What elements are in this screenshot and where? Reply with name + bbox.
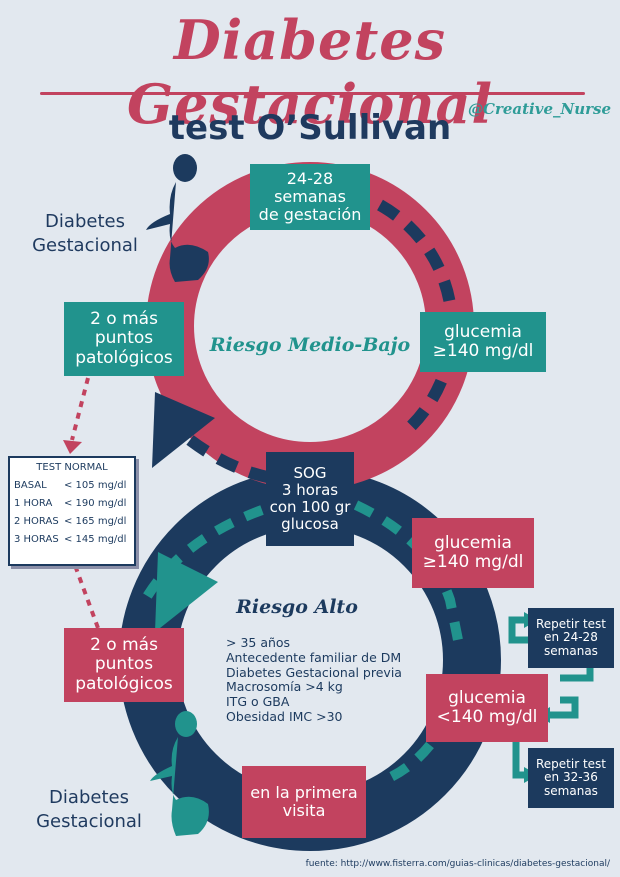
top-glucose-box: glucemia ≥140 mg/dl	[420, 312, 546, 372]
title-underline	[40, 92, 585, 95]
repeat-test-box-2: Repetir test en 32-36 semanas	[528, 748, 614, 808]
test-row-value: < 190 mg/dl	[64, 498, 127, 509]
test-row-label: BASAL	[14, 480, 47, 491]
top-diabetes-label: Diabetes Gestacional	[32, 211, 138, 257]
source-footer[interactable]: fuente: http://www.fisterra.com/guias-cl…	[305, 859, 610, 869]
pregnant-woman-silhouette-top-icon	[146, 154, 209, 282]
bottom-glucose-low-box: glucemia <140 mg/dl	[426, 674, 548, 742]
author-handle: @Creative_Nurse	[468, 100, 611, 118]
bottom-dashed-path-lower	[378, 741, 434, 787]
bottom-risk-title: Riesgo Alto	[236, 596, 358, 618]
top-points-box: 2 o más puntos patológicos	[64, 302, 184, 376]
bottom-loop-arrow-icon	[155, 552, 218, 632]
top-risk-title: Riesgo Medio-Bajo	[209, 334, 411, 356]
connector-top-points	[70, 377, 90, 441]
bottom-diabetes-label: Diabetes Gestacional	[36, 787, 142, 833]
bottom-points-box: 2 o más puntos patológicos	[64, 628, 184, 702]
first-visit-box: en la primera visita	[242, 766, 366, 838]
weeks-box: 24-28 semanas de gestación	[250, 164, 370, 230]
bottom-dashed-path-left	[140, 505, 264, 603]
test-row-label: 1 HORA	[14, 498, 53, 509]
top-dashed-path	[377, 199, 458, 437]
test-row-label: 3 HORAS	[14, 534, 59, 545]
connector-arrowhead-down	[63, 440, 82, 454]
test-row-value: < 145 mg/dl	[64, 534, 127, 545]
repeat-arrow-mid	[548, 696, 579, 719]
test-row-label: 2 HORAS	[14, 516, 59, 527]
test-row-value: < 105 mg/dl	[64, 480, 127, 491]
test-row-value: < 165 mg/dl	[64, 516, 127, 527]
connector-bottom-points	[74, 567, 100, 629]
risk-factors-list: > 35 años Antecedente familiar de DM Dia…	[226, 635, 402, 724]
page-title: Diabetes Gestacional	[127, 8, 493, 136]
repeat-test-box-1: Repetir test en 24-28 semanas	[528, 608, 614, 668]
bottom-glucose-high-box: glucemia ≥140 mg/dl	[412, 518, 534, 588]
pregnant-woman-silhouette-bottom-icon	[150, 711, 209, 836]
test-normal-table: TEST NORMAL BASAL < 105 mg/dl 1 HORA < 1…	[8, 456, 136, 566]
top-dashed-path-left	[186, 435, 274, 484]
top-loop-arrow-icon	[152, 392, 215, 468]
page-subtitle: test O’Sullivan	[168, 108, 452, 148]
test-normal-title: TEST NORMAL	[36, 462, 108, 473]
sog-box: SOG 3 horas con 100 gr glucosa	[266, 452, 354, 546]
